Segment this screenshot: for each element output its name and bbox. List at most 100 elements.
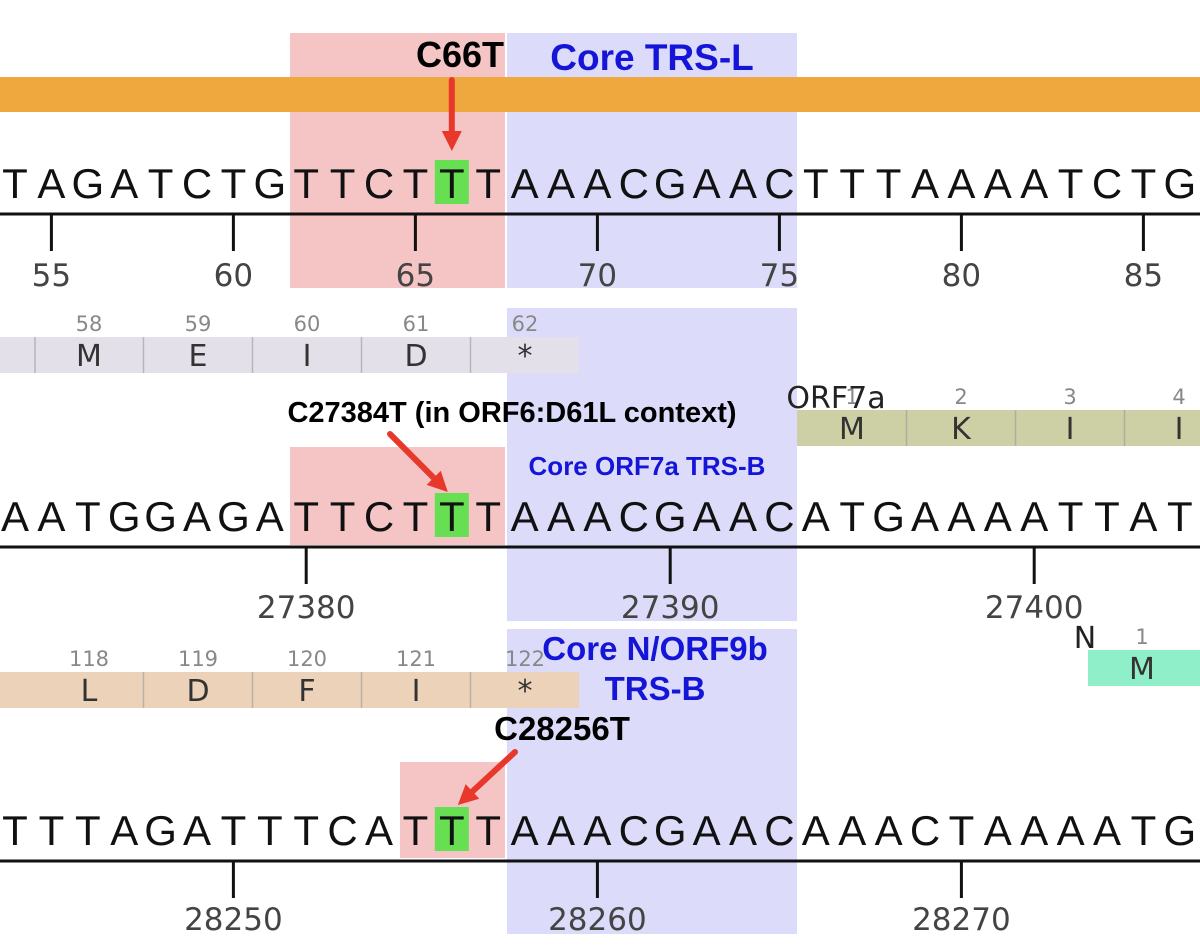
nucleotide: T xyxy=(803,160,829,207)
residue-number-label: 121 xyxy=(396,647,436,671)
nucleotide: T xyxy=(876,160,902,207)
nucleotide: A xyxy=(693,493,721,540)
amino-acid-label: M xyxy=(1129,652,1155,687)
nucleotide: A xyxy=(1129,493,1157,540)
nucleotide: T xyxy=(293,807,319,854)
position-label: 28260 xyxy=(548,902,647,938)
nucleotide: C xyxy=(619,807,649,854)
nucleotide: A xyxy=(911,160,939,207)
nucleotide: T xyxy=(1058,160,1084,207)
mutation-arrow-1-head xyxy=(441,131,462,151)
nucleotide: A xyxy=(729,807,757,854)
nucleotide: C xyxy=(327,807,357,854)
amino-acid-label: D xyxy=(404,339,427,374)
nucleotide: C xyxy=(764,807,794,854)
nucleotide: A xyxy=(875,807,903,854)
nucleotide: A xyxy=(693,807,721,854)
protein-track-3: M1 xyxy=(1088,625,1200,687)
nucleotide: A xyxy=(547,493,575,540)
nucleotide: C xyxy=(619,160,649,207)
position-label: 80 xyxy=(942,258,981,294)
nucleotide: A xyxy=(802,493,830,540)
amino-acid-label: I xyxy=(412,674,421,709)
amino-acid-label: D xyxy=(186,674,209,709)
nucleotide: A xyxy=(183,493,211,540)
nucleotide: C xyxy=(764,160,794,207)
nucleotide: T xyxy=(293,160,319,207)
mutation-arrow-2-head xyxy=(426,470,448,492)
nucleotide: T xyxy=(330,493,356,540)
position-label: 27400 xyxy=(985,590,1084,626)
nucleotide: G xyxy=(654,493,687,540)
residue-number-label: 1 xyxy=(845,385,858,409)
residue-number-label: 120 xyxy=(287,647,327,671)
nucleotide: T xyxy=(403,160,429,207)
nucleotide: A xyxy=(37,493,65,540)
nucleotide: T xyxy=(839,160,865,207)
core-orf7a-trs-b-label: Core ORF7a TRS-B xyxy=(529,451,766,481)
nucleotide: A xyxy=(838,807,866,854)
nucleotide: C xyxy=(1092,160,1122,207)
nucleotide: A xyxy=(729,160,757,207)
nucleotide: T xyxy=(439,160,465,207)
position-label: 55 xyxy=(32,258,71,294)
amino-acid-label: F xyxy=(298,674,315,709)
track-bar xyxy=(0,337,579,373)
nucleotide: A xyxy=(511,807,539,854)
position-label: 65 xyxy=(396,258,435,294)
nucleotide: A xyxy=(947,493,975,540)
nucleotide: T xyxy=(1131,160,1157,207)
nucleotide: A xyxy=(802,807,830,854)
position-label: 27380 xyxy=(257,590,356,626)
nucleotide: G xyxy=(253,160,286,207)
nucleotide: T xyxy=(1131,807,1157,854)
residue-number-label: 3 xyxy=(1063,385,1076,409)
mutation-label-c66t: C66T xyxy=(416,34,504,75)
position-label: 27390 xyxy=(621,590,720,626)
nucleotide: T xyxy=(439,493,465,540)
amino-acid-label: E xyxy=(189,339,208,374)
nucleotide: A xyxy=(110,160,138,207)
nucleotide: A xyxy=(1020,493,1048,540)
residue-number-label: 4 xyxy=(1172,385,1185,409)
nucleotide: C xyxy=(364,160,394,207)
nucleotide: A xyxy=(947,160,975,207)
amino-acid-label: L xyxy=(81,674,98,709)
nucleotide: T xyxy=(475,493,501,540)
track-bar xyxy=(0,672,579,708)
mutation-arrow-2 xyxy=(387,431,448,492)
nucleotide: T xyxy=(1094,493,1120,540)
nucleotide: A xyxy=(511,160,539,207)
amino-acid-label: I xyxy=(1175,412,1184,447)
nucleotide: A xyxy=(1,493,29,540)
residue-number-label: 62 xyxy=(512,312,539,336)
residue-number-label: 59 xyxy=(185,312,212,336)
nucleotide: A xyxy=(583,807,611,854)
position-label: 75 xyxy=(760,258,799,294)
nucleotide: C xyxy=(619,493,649,540)
mutation-arrow-1 xyxy=(441,77,462,151)
mutation-highlight xyxy=(434,493,469,537)
nucleotide: A xyxy=(1093,807,1121,854)
nucleotide: A xyxy=(984,807,1012,854)
nucleotide: T xyxy=(221,807,247,854)
nucleotide: T xyxy=(293,493,319,540)
amino-acid-label: * xyxy=(518,674,533,709)
nucleotide: G xyxy=(872,493,905,540)
nucleotide: A xyxy=(729,493,757,540)
nucleotide: T xyxy=(75,807,101,854)
nucleotide: A xyxy=(911,493,939,540)
nucleotide: G xyxy=(654,807,687,854)
amino-acid-label: * xyxy=(518,339,533,374)
nucleotide: G xyxy=(217,493,250,540)
nucleotide: A xyxy=(110,807,138,854)
nucleotide: A xyxy=(365,807,393,854)
mutation-highlight xyxy=(434,160,469,204)
nucleotide: A xyxy=(1057,807,1085,854)
core-n-orf9b-label-line1: Core N/ORF9b xyxy=(542,630,768,667)
nucleotide: T xyxy=(148,160,174,207)
mutation-arrow-3 xyxy=(457,749,518,805)
